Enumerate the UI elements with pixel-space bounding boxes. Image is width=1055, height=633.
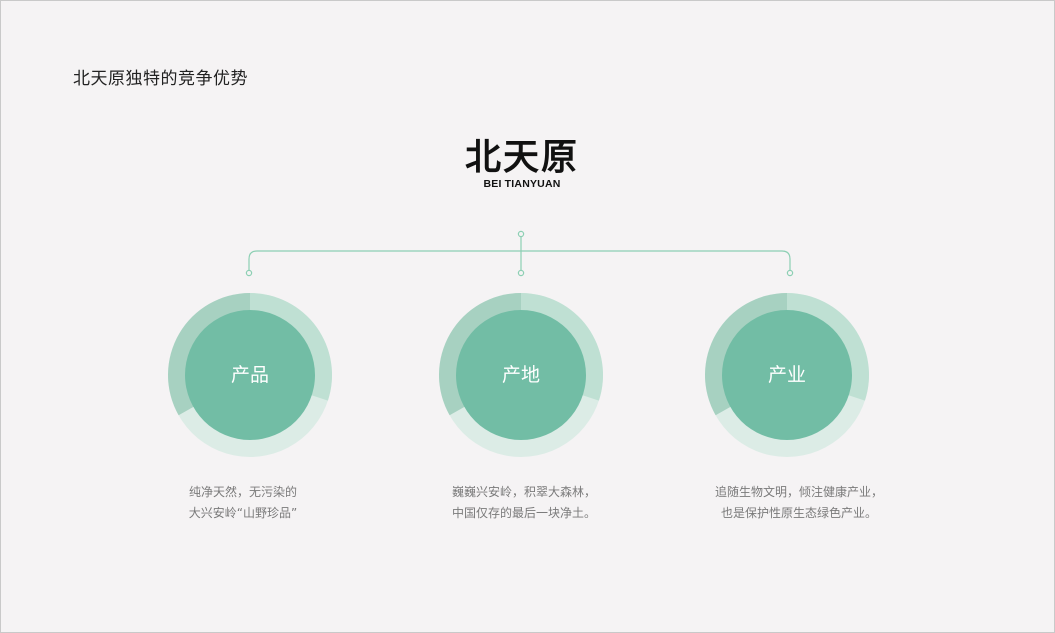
caption-line: 中国仅存的最后一块净土。 [451, 506, 596, 520]
inner-circle [722, 310, 852, 440]
caption-line: 纯净天然，无污染的 [188, 485, 297, 499]
caption-product: 纯净天然，无污染的 大兴安岭“山野珍品” [133, 482, 353, 524]
circle-label-product: 产品 [230, 364, 269, 386]
inner-circle [185, 310, 315, 440]
circle-chart-industry [705, 293, 869, 457]
circle-label-industry: 产业 [767, 364, 806, 386]
connector-node-top [517, 230, 525, 238]
circle-chart-origin [439, 293, 603, 457]
connector-node-right [786, 269, 794, 277]
caption-origin: 巍巍兴安岭，积翠大森林， 中国仅存的最后一块净土。 [414, 482, 634, 524]
logo-chinese-name: 北天原 [464, 137, 579, 178]
logo-english-name: BEI TIANYUAN [483, 178, 561, 190]
caption-line: 追随生物文明，倾注健康产业， [714, 485, 883, 499]
caption-line: 大兴安岭“山野珍品” [188, 506, 298, 520]
circle-chart-product [168, 293, 332, 457]
brand-logo: 北天原 BEI TIANYUAN [440, 137, 604, 191]
caption-line: 巍巍兴安岭，积翠大森林， [451, 485, 596, 499]
connector-node-middle [517, 269, 525, 277]
inner-circle [456, 310, 586, 440]
page-title: 北天原独特的竞争优势 [73, 69, 248, 89]
circle-label-origin: 产地 [501, 364, 540, 386]
connector-bar [248, 250, 791, 270]
caption-line: 也是保护性原生态绿色产业。 [720, 506, 877, 520]
caption-industry: 追随生物文明，倾注健康产业， 也是保护性原生态绿色产业。 [689, 482, 909, 524]
connector-node-left [245, 269, 253, 277]
